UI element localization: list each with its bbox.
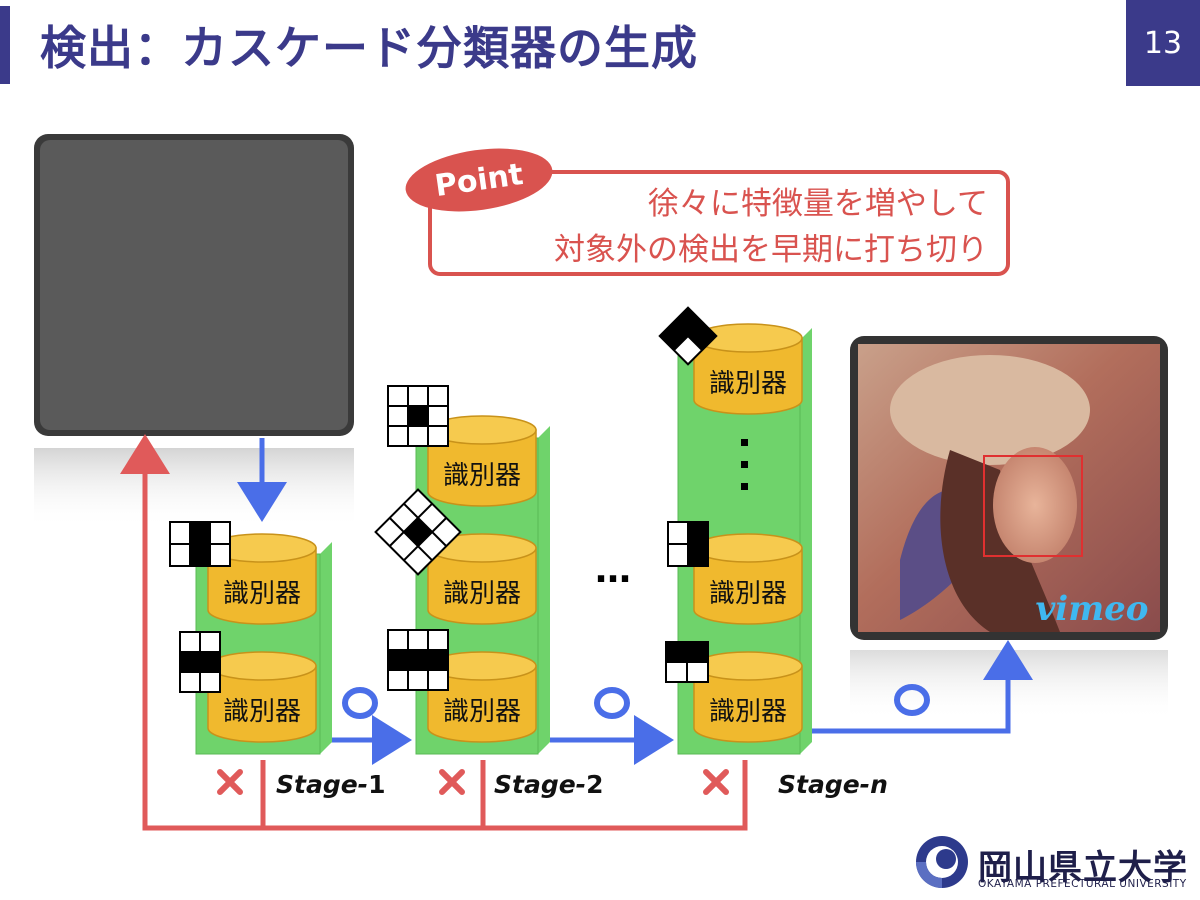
hat-shape [890, 355, 1090, 465]
point-line-2: 対象外の検出を早期に打ち切り [554, 232, 988, 268]
pass-marks [342, 684, 930, 719]
pass-mark-3 [894, 684, 930, 716]
reject-marks [217, 769, 729, 795]
feature-stagen-c [665, 641, 709, 683]
classifier-label: 識別器 [223, 579, 301, 609]
stage-n-label: Stage-n [778, 770, 888, 799]
feature-stage2-a [387, 385, 449, 447]
classifier-label: 識別器 [223, 697, 301, 727]
reject-mark-2 [439, 769, 465, 795]
classifier-label: 識別器 [709, 369, 787, 399]
title-bar: 検出：カスケード分類器の生成 13 [0, 0, 1200, 86]
classifier-stage2-2: 識別器 [427, 533, 537, 625]
point-line-1: 徐々に特徴量を増やして [647, 186, 988, 222]
classifier-stagen-2: 識別器 [693, 533, 803, 625]
feature-stage1-b [179, 631, 221, 693]
pass-mark-2 [594, 687, 630, 719]
feature-stage1-a [169, 521, 231, 567]
reject-mark-1 [217, 769, 243, 795]
classifier-stage2-3: 識別器 [427, 651, 537, 743]
university-subtitle: OKAYAMA PREFECTURAL UNIVERSITY [978, 878, 1187, 890]
classifier-label: 識別器 [443, 697, 521, 727]
classifier-label: 識別器 [709, 579, 787, 609]
classifier-label: 識別器 [709, 697, 787, 727]
horizontal-ellipsis: … [595, 550, 631, 591]
classifier-stage1-1: 識別器 [207, 533, 317, 625]
feature-stagen-b [667, 521, 709, 567]
stage-2-label: Stage-2 [494, 770, 604, 799]
classifier-stage2-1: 識別器 [427, 415, 537, 507]
pass-path [237, 438, 1033, 765]
classifier-stagen-3: 識別器 [693, 651, 803, 743]
reject-mark-n [703, 769, 729, 795]
university-name: 岡山県立大学 [978, 848, 1188, 888]
feature-stage2-b [374, 488, 462, 576]
classifier-label: 識別器 [443, 461, 521, 491]
slide-title: 検出：カスケード分類器の生成 [40, 21, 698, 75]
feature-stage2-c [387, 629, 449, 691]
page-number: 13 [1126, 0, 1200, 86]
face-shape [993, 447, 1077, 563]
university-logo-icon [916, 836, 968, 888]
classifier-stage1-2: 識別器 [207, 651, 317, 743]
reject-path [120, 434, 748, 831]
detection-box [983, 455, 1083, 557]
vertical-ellipsis [741, 439, 748, 490]
watermark-text: vimeo [1036, 589, 1149, 629]
stage-1-label: Stage-1 [276, 770, 386, 799]
pass-mark-1 [342, 687, 378, 719]
classifier-stagen-1: 識別器 [693, 323, 803, 415]
input-image [34, 134, 354, 528]
title-accent-bar [0, 6, 10, 84]
classifier-label: 識別器 [443, 579, 521, 609]
feature-stagen-a [658, 306, 718, 366]
